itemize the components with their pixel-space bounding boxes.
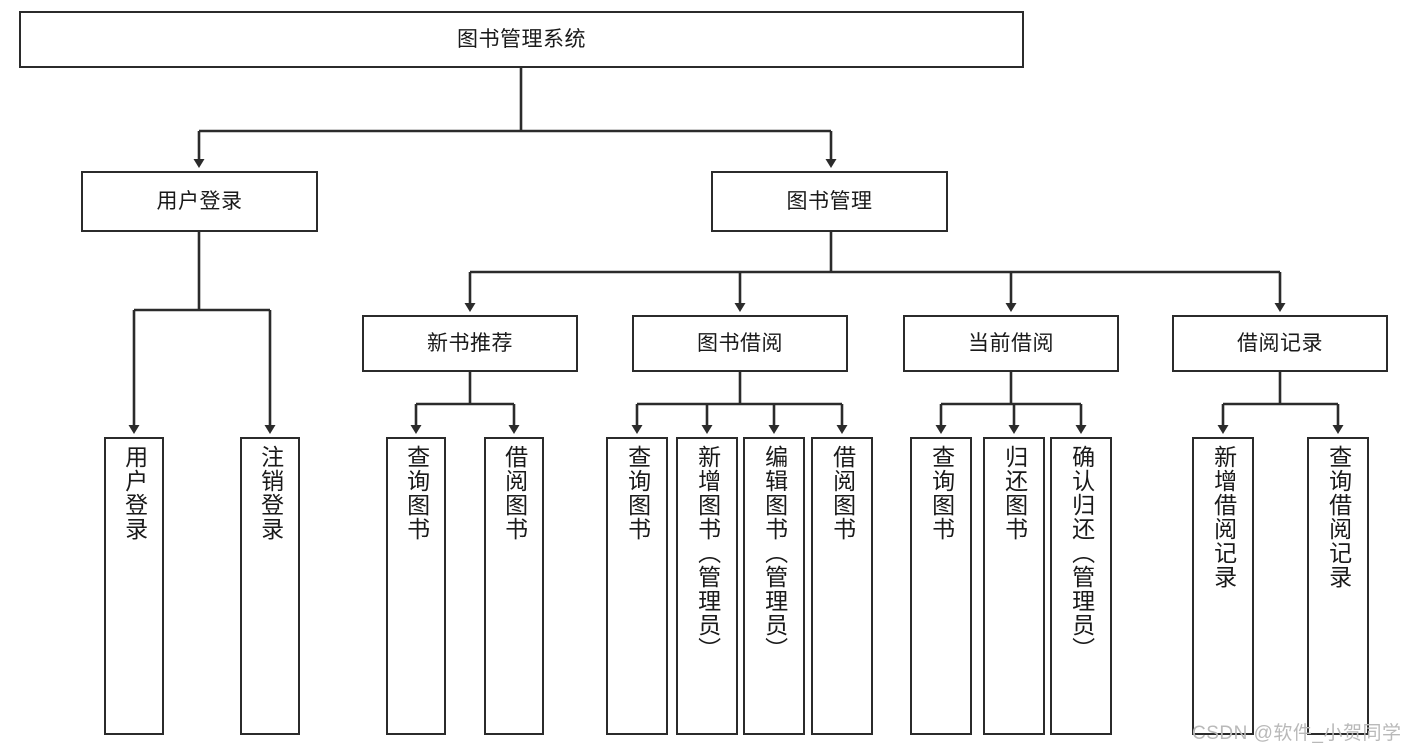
node-leaf-edit-book-label: 编辑图书（管理员） <box>761 445 788 661</box>
node-borrow-record[interactable]: 借阅记录 <box>1172 315 1388 372</box>
node-leaf-query-book-3-label: 查询图书 <box>928 445 955 541</box>
node-leaf-query-book-1-label: 查询图书 <box>403 445 430 541</box>
node-leaf-borrow-book-2[interactable]: 借阅图书 <box>811 437 873 735</box>
node-leaf-logout-label: 注销登录 <box>257 445 284 541</box>
node-book-manage[interactable]: 图书管理 <box>711 171 948 232</box>
node-leaf-query-record[interactable]: 查询借阅记录 <box>1307 437 1369 735</box>
node-leaf-borrow-book-2-label: 借阅图书 <box>829 445 856 541</box>
node-leaf-confirm-return-label: 确认归还（管理员） <box>1068 445 1095 661</box>
node-book-borrow-label: 图书借阅 <box>697 331 783 355</box>
node-borrow-record-label: 借阅记录 <box>1237 331 1323 355</box>
node-user-login-label: 用户登录 <box>156 189 243 213</box>
node-leaf-logout[interactable]: 注销登录 <box>240 437 300 735</box>
node-leaf-borrow-book-1-label: 借阅图书 <box>501 445 528 541</box>
node-root-label: 图书管理系统 <box>457 27 586 51</box>
node-root[interactable]: 图书管理系统 <box>19 11 1024 68</box>
node-leaf-confirm-return[interactable]: 确认归还（管理员） <box>1050 437 1112 735</box>
node-leaf-add-record[interactable]: 新增借阅记录 <box>1192 437 1254 735</box>
node-leaf-edit-book[interactable]: 编辑图书（管理员） <box>743 437 805 735</box>
node-current-borrow-label: 当前借阅 <box>968 331 1054 355</box>
node-user-login[interactable]: 用户登录 <box>81 171 318 232</box>
node-leaf-add-book-label: 新增图书（管理员） <box>694 445 721 661</box>
node-leaf-borrow-book-1[interactable]: 借阅图书 <box>484 437 544 735</box>
node-leaf-query-book-2[interactable]: 查询图书 <box>606 437 668 735</box>
node-leaf-user-login[interactable]: 用户登录 <box>104 437 164 735</box>
node-book-borrow[interactable]: 图书借阅 <box>632 315 848 372</box>
node-leaf-add-book[interactable]: 新增图书（管理员） <box>676 437 738 735</box>
node-leaf-query-book-1[interactable]: 查询图书 <box>386 437 446 735</box>
node-leaf-return-book-label: 归还图书 <box>1001 445 1028 541</box>
node-leaf-query-book-3[interactable]: 查询图书 <box>910 437 972 735</box>
node-current-borrow[interactable]: 当前借阅 <box>903 315 1119 372</box>
node-leaf-add-record-label: 新增借阅记录 <box>1210 445 1237 589</box>
node-leaf-return-book[interactable]: 归还图书 <box>983 437 1045 735</box>
node-leaf-query-record-label: 查询借阅记录 <box>1325 445 1352 589</box>
node-leaf-user-login-label: 用户登录 <box>121 445 148 541</box>
watermark-text: CSDN @软件_小贺同学 <box>1192 723 1402 744</box>
node-book-manage-label: 图书管理 <box>786 189 873 213</box>
node-new-book-rec-label: 新书推荐 <box>427 331 513 355</box>
node-leaf-query-book-2-label: 查询图书 <box>624 445 651 541</box>
node-new-book-rec[interactable]: 新书推荐 <box>362 315 578 372</box>
